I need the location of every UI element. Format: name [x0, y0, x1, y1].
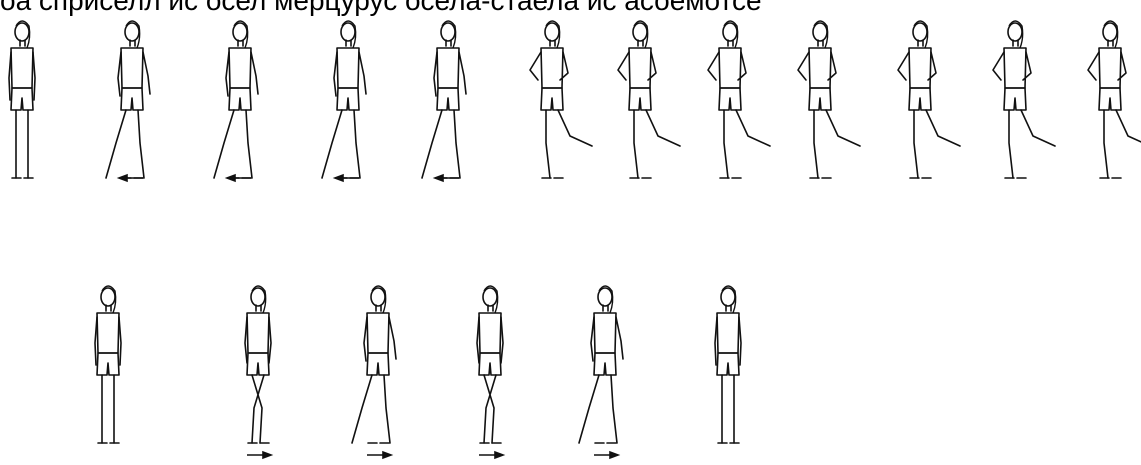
- direction-arrow-right-icon: [367, 452, 391, 458]
- figure-row2-6: [715, 286, 741, 443]
- figure-row1-2: [106, 21, 150, 181]
- figure-row1-10: [898, 21, 960, 178]
- direction-arrow-right-icon: [479, 452, 503, 458]
- figure-row1-6: [530, 21, 592, 178]
- direction-arrow-left-icon: [435, 175, 459, 181]
- figure-row2-1: [95, 286, 121, 443]
- figure-row2-2: [245, 286, 271, 458]
- direction-arrow-right-icon: [247, 452, 271, 458]
- figure-row1-5: [422, 21, 466, 181]
- direction-arrow-left-icon: [335, 175, 359, 181]
- figure-row1-7: [618, 21, 680, 178]
- figure-row1-11: [993, 21, 1055, 178]
- figure-row1-1: [9, 21, 35, 178]
- figure-row1-4: [322, 21, 366, 181]
- figure-row2-4: [477, 286, 503, 458]
- figure-row2-5: [579, 286, 623, 458]
- figure-row1-3: [214, 21, 258, 181]
- direction-arrow-right-icon: [594, 452, 618, 458]
- figure-row2-3: [352, 286, 396, 458]
- figure-row1-9: [798, 21, 860, 178]
- direction-arrow-left-icon: [227, 175, 251, 181]
- direction-arrow-left-icon: [119, 175, 143, 181]
- figure-row1-12: [1088, 21, 1141, 178]
- figure-row1-8: [708, 21, 770, 178]
